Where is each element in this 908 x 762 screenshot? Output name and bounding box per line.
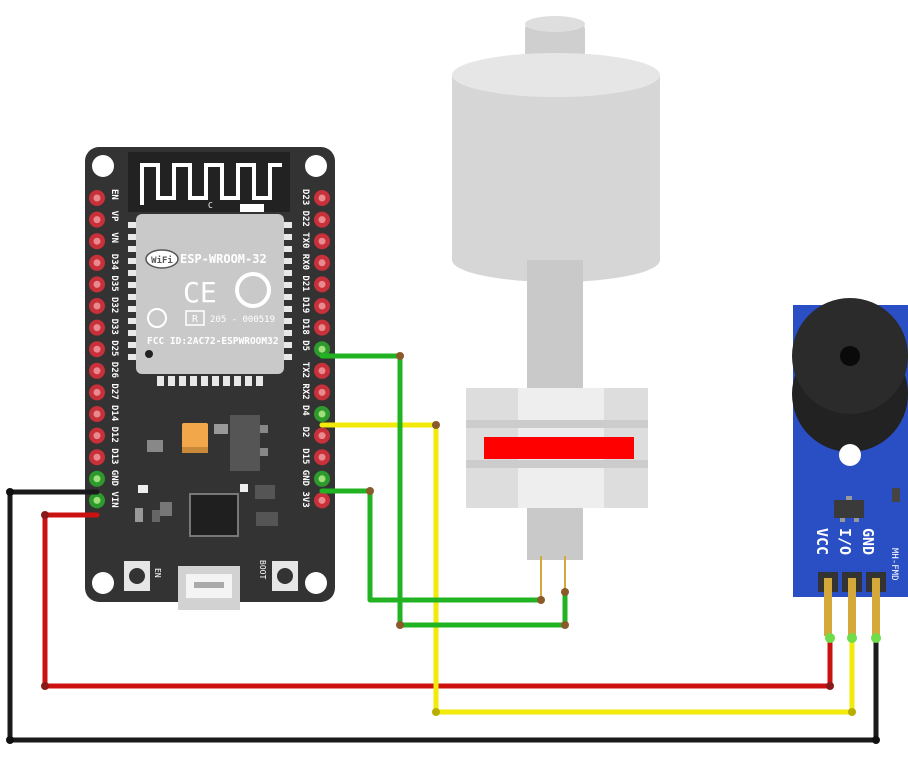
pin-label-vp: VP [109,211,119,222]
io-label: I/O [836,528,854,555]
mount-hole [92,572,114,594]
pin-label-d13: D13 [109,448,119,464]
pin-label-rx0: RX0 [300,254,310,270]
gnd-label: GND [859,528,877,555]
buzzer-module: VCC I/O GND MH-FMD [792,298,908,636]
usb-uart-chip [189,493,239,537]
fcc-id: FCC ID:2AC72-ESPWROOM32 [147,336,279,347]
wire-gnd-green [319,488,544,603]
ce-mark: CE [183,276,217,309]
pin-label-d26: D26 [109,362,119,378]
en-button-cap[interactable] [129,568,145,584]
espressif-logo-icon [235,272,271,308]
vcc-label: VCC [813,528,831,555]
pin-label-d22: D22 [300,211,310,227]
esp32-board: C WiFi ESP-WROOM-32 CE R 205 - 000519 FC… [85,147,335,610]
buzzer-hole [840,346,860,366]
buzzer-pin-vcc [824,578,832,636]
pin-label-d15: D15 [300,448,310,464]
sensor-red-band [484,437,634,459]
wifi-logo-text: WiFi [151,255,173,266]
wifi-logo-icon [145,249,179,269]
boot-label: BOOT [258,560,267,579]
mount-hole [305,155,327,177]
buzzer-pin-gnd [872,578,880,636]
pin-label-tx2: TX2 [300,362,310,378]
pin-label-d4: D4 [300,405,310,416]
cert-code: 205 - 000519 [210,315,275,325]
wires [6,352,881,744]
cert-r-text: R [192,314,199,325]
pin-label-d34: D34 [109,254,119,271]
pin-label-d33: D33 [109,319,119,335]
antenna-area [128,152,290,212]
pin-label-d35: D35 [109,275,119,291]
pin-label-vin: VIN [109,491,119,507]
pin-label-d14: D14 [109,405,119,422]
sensor-float [452,75,660,260]
mount-hole [92,155,114,177]
buzzer-transistor [834,500,864,518]
module-castellations [128,222,292,386]
pin-label-d32: D32 [109,297,119,313]
pin-label-d5: D5 [300,340,310,351]
antenna-trace [140,163,282,205]
pin-label-d27: D27 [109,383,119,399]
pin-label-vn: VN [109,232,119,243]
voltage-regulator [230,415,260,471]
mount-hole [305,572,327,594]
pin-label-gnd: GND [109,470,119,487]
pin-label-3v3: 3V3 [300,491,310,507]
en-label: EN [153,568,162,578]
pin-label-d21: D21 [300,275,310,291]
pin-label-d23: D23 [300,189,310,205]
tantalum-capacitor [182,423,208,453]
buzzer-model-label: MH-FMD [889,548,899,581]
buzzer-pin-io [848,578,856,636]
pin-label-d19: D19 [300,297,310,313]
pin-label-tx0: TX0 [300,232,310,248]
cert-mark-icon [147,308,167,328]
float-switch-sensor [452,16,660,600]
pin-label-gnd: GND [300,470,310,487]
pin1-dot [145,350,153,358]
pin-label-d25: D25 [109,340,119,356]
pin-label-d18: D18 [300,319,310,335]
pin-label-d12: D12 [109,427,119,443]
buzzer-mount-hole [839,444,861,466]
pin-label-en: EN [109,189,119,200]
boot-button-cap[interactable] [277,568,293,584]
antenna-mark: C [208,201,213,210]
pin-label-rx2: RX2 [300,383,310,399]
module-name: ESP-WROOM-32 [180,252,267,266]
pin-label-d2: D2 [300,427,310,438]
cert-r-box [185,310,205,326]
